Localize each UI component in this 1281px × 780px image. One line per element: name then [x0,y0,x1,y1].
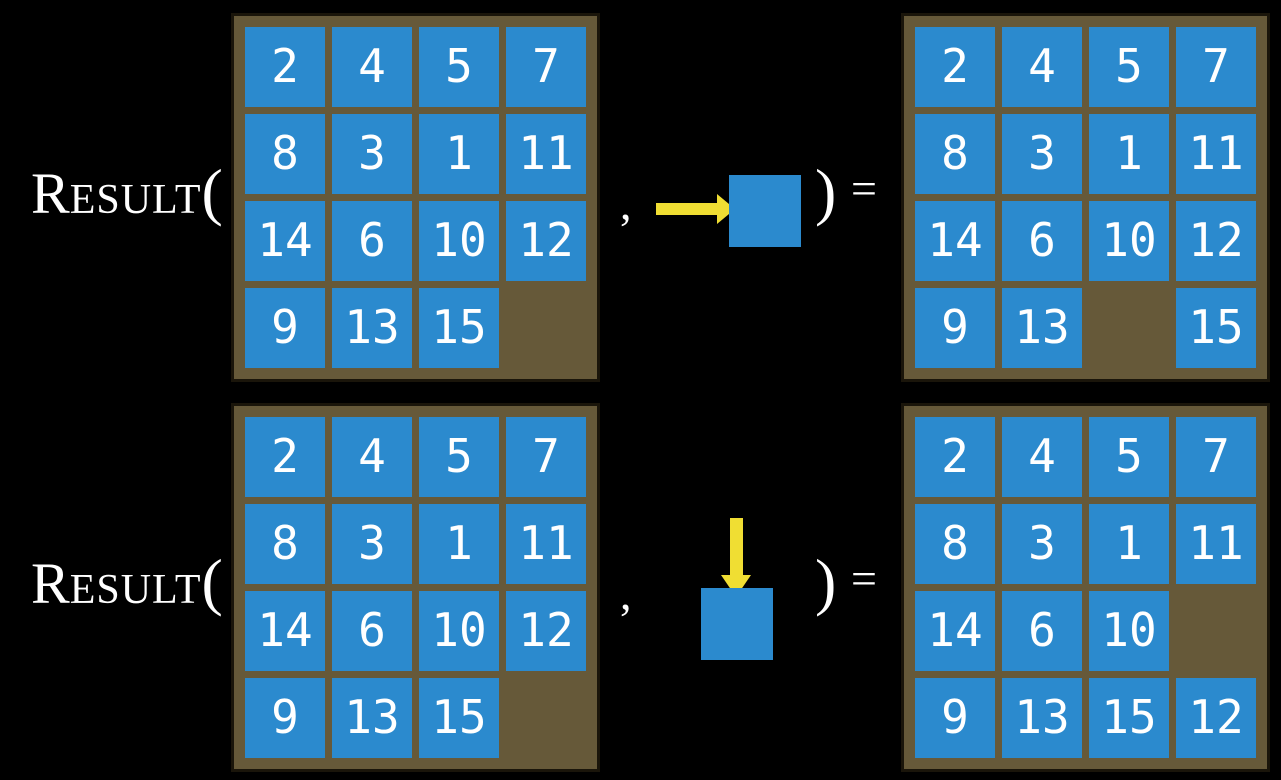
puzzle-tile-10: 10 [1089,201,1169,281]
open-paren: ( [201,156,223,227]
function-name-rest: ESULT [69,177,202,223]
puzzle-tile-15: 15 [419,678,499,758]
puzzle-tile-2: 2 [915,417,995,497]
puzzle-tile-5: 5 [1089,417,1169,497]
puzzle-tile-2: 2 [245,417,325,497]
puzzle-tile-10: 10 [1089,591,1169,671]
puzzle-tile-10: 10 [419,201,499,281]
puzzle-tile-15: 15 [1089,678,1169,758]
puzzle-tile-2: 2 [245,27,325,107]
puzzle-tile-4: 4 [332,27,412,107]
puzzle-tile-3: 3 [332,504,412,584]
puzzle-tile-9: 9 [245,288,325,368]
puzzle-tile-3: 3 [1002,504,1082,584]
function-label: R ESULT ( [31,550,223,614]
puzzle-tile-15: 15 [1176,288,1256,368]
puzzle-tile-2: 2 [915,27,995,107]
blank-cell [506,288,586,368]
puzzle-tile-13: 13 [1002,288,1082,368]
puzzle-tile-7: 7 [1176,417,1256,497]
close-paren: ) [815,156,837,227]
puzzle-tile-11: 11 [506,504,586,584]
puzzle-tile-13: 13 [332,678,412,758]
puzzle-tile-4: 4 [1002,417,1082,497]
equals-sign: = [851,553,877,604]
action-tile-square [729,175,801,247]
puzzle-tile-13: 13 [332,288,412,368]
puzzle-tile-12: 12 [1176,678,1256,758]
puzzle-tile-1: 1 [1089,504,1169,584]
close-paren: ) [815,546,837,617]
puzzle-tile-5: 5 [419,417,499,497]
puzzle-tile-3: 3 [332,114,412,194]
puzzle-tile-14: 14 [245,201,325,281]
function-name-initial: R [31,551,70,616]
puzzle-tile-4: 4 [332,417,412,497]
puzzle-tile-5: 5 [419,27,499,107]
comma-separator: , [620,568,632,619]
function-label: R ESULT ( [31,160,223,224]
puzzle-tile-12: 12 [506,591,586,671]
puzzle-tile-10: 10 [419,591,499,671]
puzzle-tile-11: 11 [1176,504,1256,584]
function-name-rest: ESULT [69,567,202,613]
puzzle-tile-14: 14 [915,591,995,671]
puzzle-tile-9: 9 [915,288,995,368]
puzzle-tile-8: 8 [245,504,325,584]
puzzle-tile-8: 8 [915,504,995,584]
puzzle-tile-12: 12 [1176,201,1256,281]
puzzle-tile-9: 9 [915,678,995,758]
puzzle-tile-6: 6 [1002,201,1082,281]
puzzle-tile-7: 7 [506,417,586,497]
puzzle-tile-11: 11 [1176,114,1256,194]
puzzle-tile-8: 8 [245,114,325,194]
puzzle-tile-13: 13 [1002,678,1082,758]
puzzle-tile-6: 6 [1002,591,1082,671]
puzzle-tile-1: 1 [1089,114,1169,194]
puzzle-tile-14: 14 [915,201,995,281]
puzzle-tile-6: 6 [332,591,412,671]
puzzle-tile-3: 3 [1002,114,1082,194]
puzzle-tile-9: 9 [245,678,325,758]
puzzle-tile-15: 15 [419,288,499,368]
comma-separator: , [620,178,632,229]
open-paren: ( [201,546,223,617]
blank-cell [1176,591,1256,671]
puzzle-tile-7: 7 [1176,27,1256,107]
blank-cell [506,678,586,758]
action-tile-square [701,588,773,660]
arrow-right-icon [656,194,735,224]
puzzle-tile-4: 4 [1002,27,1082,107]
puzzle-tile-8: 8 [915,114,995,194]
equals-sign: = [851,163,877,214]
puzzle-tile-7: 7 [506,27,586,107]
puzzle-tile-11: 11 [506,114,586,194]
puzzle-tile-14: 14 [245,591,325,671]
puzzle-tile-5: 5 [1089,27,1169,107]
puzzle-tile-1: 1 [419,504,499,584]
puzzle-tile-1: 1 [419,114,499,194]
blank-cell [1089,288,1169,368]
puzzle-tile-6: 6 [332,201,412,281]
arrow-down-icon [721,518,751,597]
function-name-initial: R [31,161,70,226]
puzzle-tile-12: 12 [506,201,586,281]
